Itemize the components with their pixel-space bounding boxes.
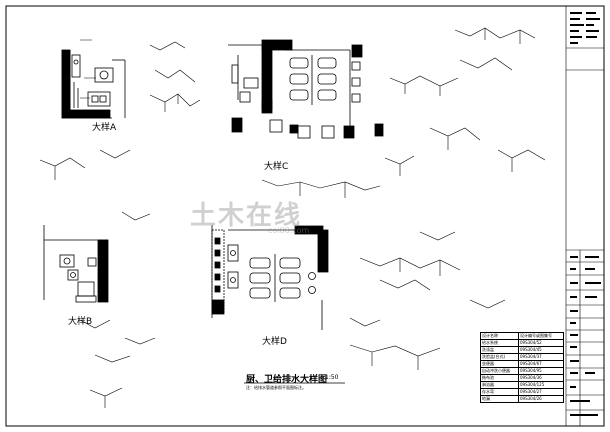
- plan-a-pipes: [80, 39, 96, 99]
- plan-d-top-drawing: [228, 39, 384, 139]
- legend-item-name: 洗涤盆: [481, 347, 519, 353]
- drawing-title: 厨、卫给排水大样图: [246, 375, 328, 385]
- watermark-text: 土木在线: [190, 201, 303, 231]
- legend-item-name: 给水系统: [481, 340, 519, 346]
- legend-item-code: 09S304/27: [520, 389, 542, 394]
- plan-a-drawing: [61, 49, 126, 119]
- legend-item-code: 09S304/95: [520, 368, 542, 373]
- legend-header-code: 设计编号或图集号: [520, 333, 552, 338]
- drawing-scale: 1:50: [325, 374, 339, 381]
- plan-d-bottom-drawing: [211, 225, 329, 330]
- isometric-sketch-a1: [149, 41, 201, 112]
- legend-header-name: 设计名称: [481, 333, 519, 339]
- legend-item-name: 洗脸盆(台式): [481, 354, 519, 360]
- sheet-border: [5, 5, 605, 427]
- legend-item-name: 淋浴器: [481, 382, 519, 388]
- legend-item-name: 存水弯: [481, 389, 519, 395]
- legend-item-code: 09S304/45: [520, 347, 542, 352]
- plan-a-label: 大样A: [92, 123, 117, 133]
- drawing-note: 注：给排水管道参照平面图标注。: [246, 385, 306, 390]
- watermark-url: coi88.com: [268, 226, 310, 235]
- isometric-sketches: [39, 27, 546, 408]
- title-block-text-marks: [570, 12, 601, 416]
- legend-item-code: 09S304/36: [520, 375, 542, 380]
- plan-c-label: 大样C: [264, 162, 289, 172]
- legend-row: 洗脸盆(台式)09S304/37: [481, 354, 563, 361]
- legend-item-name: 自动冲洗小便器: [481, 368, 519, 374]
- legend-item-code: 09S304/52: [520, 340, 542, 345]
- legend-item-code: 09S304/37: [520, 354, 542, 359]
- plan-b-drawing: [43, 225, 109, 303]
- legend-item-name: 拖布池: [481, 375, 519, 381]
- plan-b-label: 大样B: [68, 317, 93, 327]
- legend-item-name: 坐便器: [481, 361, 519, 367]
- legend-item-code: 09S304/26: [520, 396, 542, 401]
- plan-d-label: 大样D: [262, 337, 287, 347]
- legend-item-name: 地漏: [481, 396, 519, 402]
- legend-item-code: 09S304/67: [520, 361, 542, 366]
- legend-item-code: 09S304/125: [520, 382, 545, 387]
- legend-header-row: 设计名称 设计编号或图集号: [481, 333, 563, 340]
- title-block: [565, 6, 604, 426]
